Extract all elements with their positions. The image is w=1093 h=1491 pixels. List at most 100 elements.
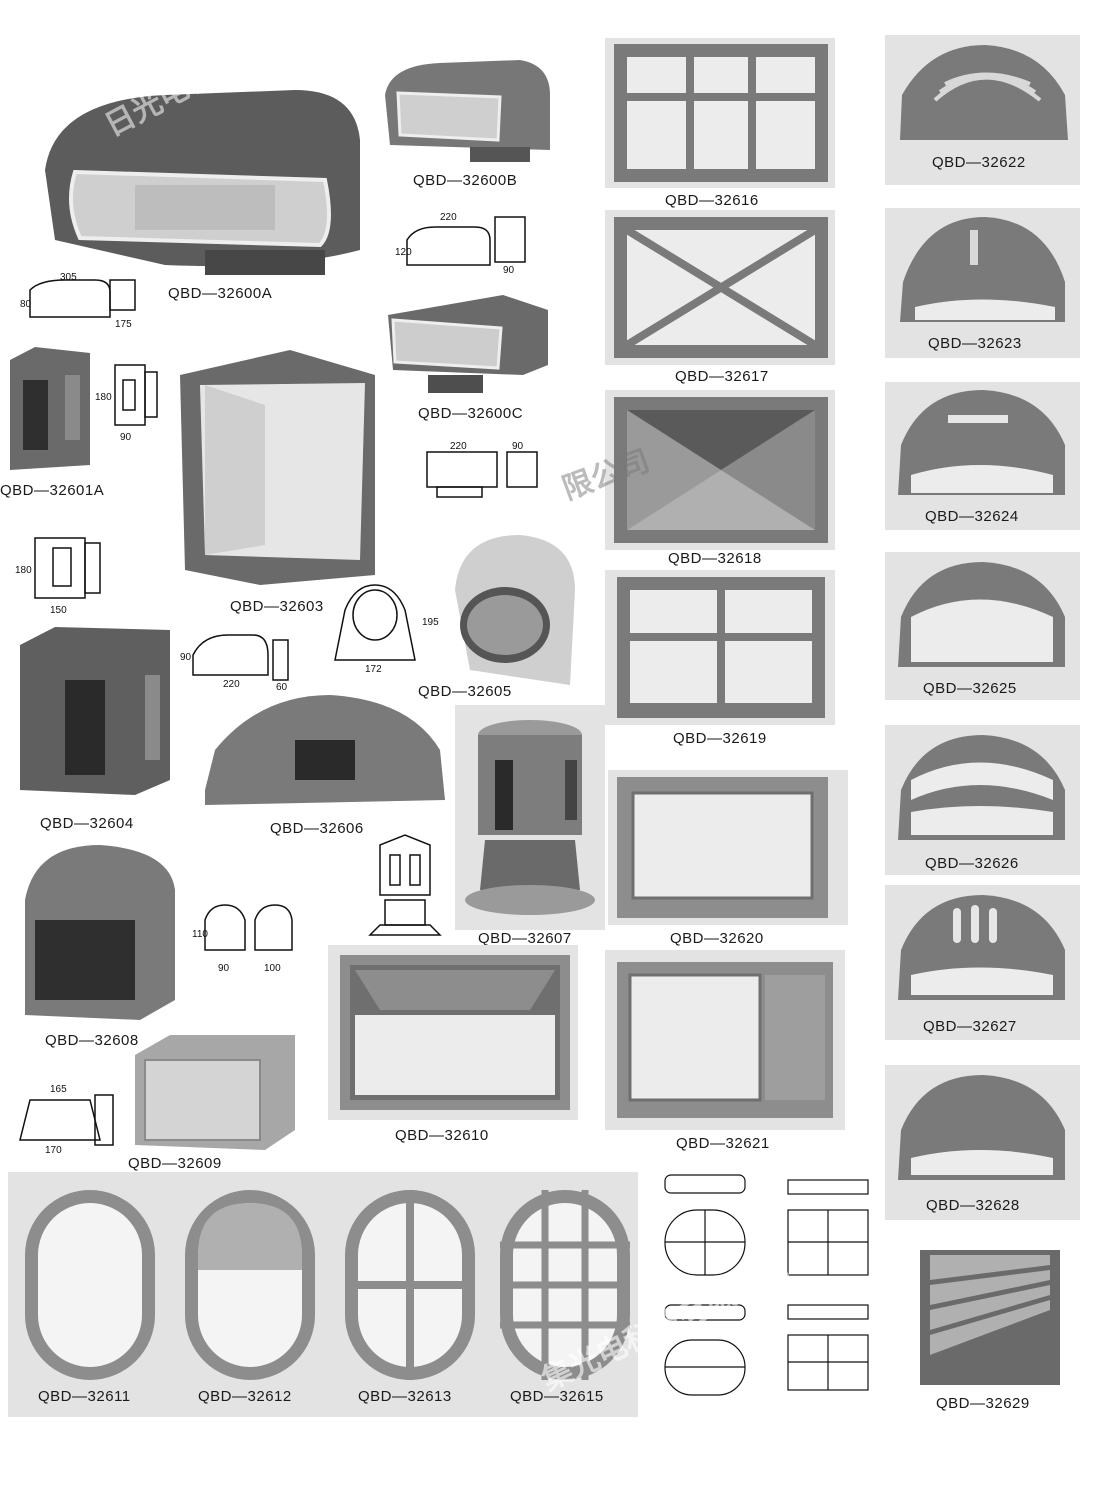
dim-32605-height: 195	[422, 617, 439, 628]
dimension-drawing-32607	[368, 834, 442, 936]
model-label-32600C: QBD—32600C	[418, 405, 524, 422]
dim-32601A-width: 90	[120, 432, 132, 443]
lamp-32606-image	[205, 695, 445, 805]
dim-32604-height: 90	[180, 652, 192, 663]
dim-32609-bottom: 170	[45, 1145, 62, 1156]
dim-32603-width: 150	[50, 605, 67, 616]
product-32609	[130, 1030, 300, 1155]
product-32619	[615, 575, 827, 720]
product-32623	[895, 212, 1070, 327]
model-label-32611: QBD—32611	[38, 1388, 131, 1405]
dim-32600A-height: 80	[20, 299, 32, 310]
model-label-32624: QBD—32624	[925, 508, 1019, 525]
product-32600C	[383, 290, 553, 395]
dimension-drawing-32600B: 220 120 90	[395, 212, 526, 276]
lamp-32622-image	[900, 45, 1068, 140]
product-32600B	[380, 55, 555, 165]
model-label-32606: QBD—32606	[270, 820, 364, 837]
lamp-32609-image	[135, 1035, 295, 1150]
product-32612	[180, 1185, 320, 1385]
model-label-32616: QBD—32616	[665, 192, 759, 209]
dim-32600A-depth: 175	[115, 319, 132, 330]
dim-32608-height: 110	[192, 929, 208, 940]
product-32600A	[35, 80, 370, 280]
dimension-drawing-32601A: 180 90	[95, 364, 158, 443]
dim-32604-width: 220	[223, 679, 240, 690]
dim-32608-depth: 100	[264, 963, 281, 974]
product-32621	[615, 960, 835, 1120]
model-label-32600A: QBD—32600A	[168, 285, 273, 302]
model-label-32627: QBD—32627	[923, 1018, 1017, 1035]
lamp-32603-image	[180, 350, 375, 585]
lamp-32629-image	[920, 1250, 1060, 1385]
model-label-32608: QBD—32608	[45, 1032, 139, 1049]
lamp-32608-image	[25, 845, 175, 1020]
lamp-32617-image	[614, 217, 828, 358]
model-label-32600B: QBD—32600B	[413, 172, 518, 189]
technical-drawing-oval-2	[664, 1304, 746, 1396]
lamp-32612-image	[185, 1190, 315, 1380]
lamp-32616-image	[614, 44, 828, 182]
product-32603	[175, 345, 380, 590]
model-label-32603: QBD—32603	[230, 598, 324, 615]
dim-32608-width: 90	[218, 963, 230, 974]
lamp-32624-image	[898, 390, 1065, 495]
model-label-32617: QBD—32617	[675, 368, 769, 385]
dim-32609-top: 165	[50, 1084, 67, 1095]
dim-32603-height: 180	[15, 565, 32, 576]
lamp-32623-image	[900, 217, 1065, 322]
model-label-32626: QBD—32626	[925, 855, 1019, 872]
product-32622	[890, 40, 1075, 150]
product-32604	[15, 625, 175, 800]
product-32608	[20, 840, 180, 1025]
lamp-32621-image	[617, 962, 833, 1118]
lamp-32615-image	[500, 1190, 630, 1380]
model-label-32615: QBD—32615	[510, 1388, 604, 1405]
product-32611	[20, 1185, 160, 1385]
model-label-32619: QBD—32619	[673, 730, 767, 747]
lamp-32607-image	[465, 720, 595, 915]
technical-drawing-rect-1	[787, 1179, 869, 1276]
product-32626	[893, 730, 1071, 845]
product-32606	[200, 690, 450, 810]
model-label-32609: QBD—32609	[128, 1155, 222, 1172]
dimension-drawing-32600A: 305 80 175	[20, 272, 136, 330]
product-32613	[340, 1185, 480, 1385]
dimension-drawing-32608: 110 90 100	[192, 904, 293, 974]
product-32629	[910, 1245, 1070, 1390]
lamp-32600C-image	[388, 295, 548, 393]
lamp-32620-image	[617, 777, 828, 918]
product-32617	[612, 215, 830, 360]
lamp-32601A-image	[10, 347, 90, 470]
lamp-32605-image	[455, 535, 575, 685]
dim-32600C-width: 220	[450, 441, 467, 452]
product-32616	[612, 42, 830, 184]
product-32627	[893, 890, 1071, 1005]
product-32601A	[5, 345, 95, 475]
product-32624	[893, 385, 1071, 500]
dim-32600C-depth: 90	[512, 441, 524, 452]
model-label-32612: QBD—32612	[198, 1388, 292, 1405]
model-label-32620: QBD—32620	[670, 930, 764, 947]
model-label-32621: QBD—32621	[676, 1135, 770, 1152]
product-32610	[335, 950, 575, 1115]
lamp-32628-image	[898, 1075, 1065, 1180]
product-32615	[495, 1185, 635, 1385]
product-32620	[615, 775, 830, 920]
model-label-32622: QBD—32622	[932, 154, 1026, 171]
model-label-32601A: QBD—32601A	[0, 482, 105, 499]
lamp-32600A-image	[45, 90, 360, 275]
dimension-drawing-32604: 90 220 60	[180, 634, 289, 693]
dim-32600B-depth: 90	[503, 265, 515, 276]
dim-32600B-width: 220	[440, 212, 457, 223]
dim-32605-width: 172	[365, 664, 382, 675]
product-32625	[893, 557, 1071, 672]
lamp-32610-image	[340, 955, 570, 1110]
lamp-32626-image	[898, 735, 1065, 840]
dim-32600A-width: 305	[60, 272, 77, 283]
technical-drawing-rect-2	[787, 1304, 869, 1391]
product-32605	[450, 530, 580, 690]
product-32618	[612, 395, 830, 545]
model-label-32625: QBD—32625	[923, 680, 1017, 697]
model-label-32607: QBD—32607	[478, 930, 572, 947]
